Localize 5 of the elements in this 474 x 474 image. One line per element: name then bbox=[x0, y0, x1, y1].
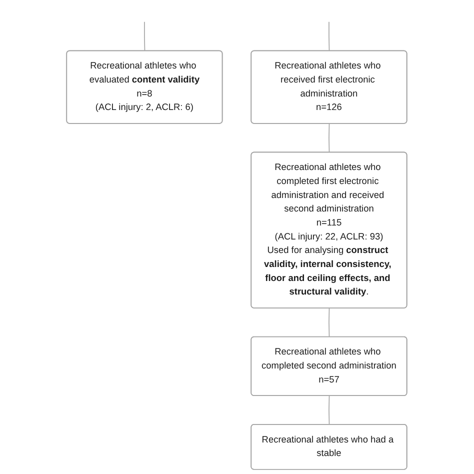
connector bbox=[328, 395, 330, 426]
connector bbox=[328, 21, 330, 52]
connector bbox=[328, 308, 330, 338]
connector bbox=[328, 123, 330, 153]
connector bbox=[144, 21, 146, 52]
